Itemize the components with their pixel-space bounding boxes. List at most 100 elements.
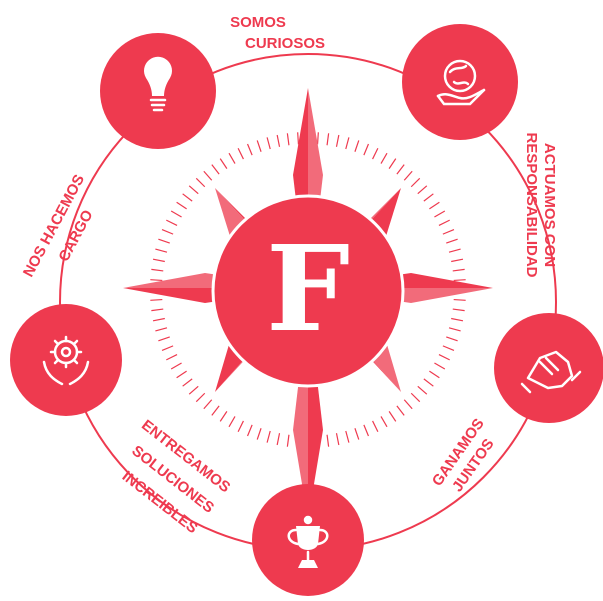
tick-mark [246,424,253,437]
gear-in-hands-icon [42,335,90,386]
tick-mark [176,370,187,379]
tick-mark [446,238,458,244]
tick-mark [326,434,330,447]
tick-mark [354,428,360,440]
globe-in-hand-icon [436,59,486,106]
tick-mark [211,405,220,416]
tick-mark [396,164,405,175]
tick-mark [442,228,455,235]
tick-mark [195,392,206,403]
tick-ring [150,132,466,448]
tick-mark [451,258,464,263]
tick-mark [203,399,213,410]
tick-mark [188,385,199,395]
tick-mark [345,430,350,443]
value-node-entregamos-soluciones-increibles [252,484,364,596]
tick-mark [403,170,413,181]
logo-letter: F [266,219,350,358]
tick-mark [442,345,455,352]
tick-mark [335,433,340,446]
tick-mark [150,279,163,282]
tick-mark [266,430,271,443]
tick-mark [228,416,236,428]
tick-mark [286,133,290,146]
tick-mark [219,411,228,422]
trophy-icon [287,515,329,568]
value-node-somos-curiosos [100,33,216,149]
tick-mark [237,148,244,160]
tick-mark [453,298,466,301]
tick-mark [448,248,461,253]
value-node-disc [10,304,122,416]
tick-mark [166,219,178,226]
value-node-actuamos-con-responsabilidad [402,24,518,140]
value-node-ganamos-juntos [494,313,603,423]
tick-mark [161,228,174,235]
tick-mark [403,399,413,410]
tick-mark [150,298,163,301]
tick-mark [170,362,182,370]
tick-mark [155,327,168,332]
tick-mark [195,177,206,188]
tick-mark [256,140,262,152]
tick-mark [417,185,428,195]
tick-mark [188,185,199,195]
value-node-nos-hacemos-cargo [10,304,122,416]
tick-mark [246,143,253,156]
tick-mark [276,134,281,147]
tick-mark [417,385,428,395]
tick-mark [438,219,450,226]
center-disc [211,194,405,388]
tick-mark [151,308,164,312]
tick-mark [388,158,397,169]
tick-mark [452,268,465,272]
tick-mark [219,158,228,169]
lightbulb-icon [144,56,173,112]
tick-mark [380,416,388,428]
tick-mark [176,201,187,210]
tick-mark [256,428,262,440]
tick-mark [410,392,421,403]
tick-mark [182,378,193,387]
tick-mark [161,345,174,352]
tick-mark [151,268,164,272]
tick-mark [286,434,290,447]
tick-mark [423,193,434,202]
tick-mark [316,132,319,145]
tick-mark [423,378,434,387]
tick-mark [158,238,170,244]
tick-mark [276,433,281,446]
tick-mark [211,164,220,175]
tick-mark [152,317,165,322]
tick-mark [297,132,300,145]
tick-mark [446,336,458,342]
tick-mark [182,193,193,202]
tick-mark [434,362,446,370]
tick-mark [170,210,182,218]
tick-mark [452,308,465,312]
tick-mark [266,137,271,150]
tick-mark [429,201,440,210]
tick-mark [354,140,360,152]
value-label-line: SOMOS [230,14,286,31]
tick-mark [155,248,168,253]
tick-mark [166,354,178,361]
brand-logo: F [211,194,405,388]
tick-mark [451,317,464,322]
tick-mark [438,354,450,361]
tick-mark [363,424,370,437]
value-label-line: ACTUAMOS CON [541,143,558,267]
handshake-icon [520,350,582,394]
tick-mark [396,405,405,416]
tick-mark [158,336,170,342]
value-node-disc [494,313,603,423]
tick-mark [363,143,370,156]
tick-mark [326,133,330,146]
tick-mark [448,327,461,332]
tick-mark [388,411,397,422]
tick-mark [335,134,340,147]
value-label-line: RESPONSABILIDAD [523,132,540,277]
tick-mark [434,210,446,218]
